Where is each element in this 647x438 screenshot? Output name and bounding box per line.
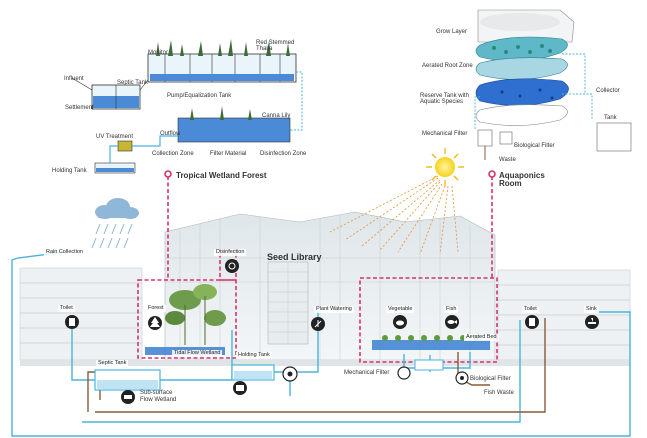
toilet-icon <box>65 315 79 329</box>
sun-rays <box>329 175 459 255</box>
holding-tank-detail-label: Holding Tank <box>52 168 87 174</box>
subsurface-icon <box>121 390 135 404</box>
biological-filter-icon <box>455 371 469 385</box>
aerated-root-zone-label: Aerated Root Zone <box>422 63 473 69</box>
vegetable-icon <box>393 315 407 329</box>
outflow-label: Outflow <box>160 131 181 137</box>
disinfection-icon <box>225 259 239 273</box>
subsurface-label: Sub-surface Flow Wetland <box>140 390 177 404</box>
collector-label: Collector <box>596 88 620 94</box>
rain-cloud-icon <box>91 198 139 249</box>
disinfection-zone-label: Disinfection Zone <box>260 151 307 157</box>
toilet-right-label: Toilet <box>522 306 539 313</box>
mechanical-filter-detail-label: Mechanical Filter <box>422 131 468 137</box>
tidal-flow-label: Tidal Flow Wetland <box>172 350 223 357</box>
plant-watering-icon <box>311 317 325 331</box>
septic-tank-label: Septic Tank <box>96 360 129 367</box>
reserve-tank-label: Reserve Tank with Aquatic Species <box>420 93 469 105</box>
tank-label: Tank <box>604 115 617 121</box>
holding-tank-label: Holding Tank <box>236 352 272 359</box>
toilet-right-icon <box>525 315 539 329</box>
holding-tank-valve-icon <box>233 381 247 395</box>
tropical-wetland-title: Tropical Wetland Forest <box>176 171 267 180</box>
mechanical-filter-icon <box>397 359 444 380</box>
holding-tank-icon <box>231 364 275 381</box>
forest-icon <box>148 316 162 330</box>
sink-label: Sink <box>584 306 599 313</box>
septic-tank-icon <box>94 369 161 391</box>
toilet-left-label: Toilet <box>58 305 75 312</box>
pump-icon <box>282 366 298 382</box>
disinfection-label: Disinfection <box>214 249 247 256</box>
mechanical-filter-label: Mechanical Filter <box>344 370 390 376</box>
grow-layer-label: Grow Layer <box>436 29 468 35</box>
forest-label: Forest <box>146 305 166 312</box>
sink-icon <box>585 315 599 329</box>
septic-tank-detail-label: Septic Tank <box>117 80 148 86</box>
aerated-bed-label: Aerated Bed <box>464 334 499 341</box>
settlement-label: Settlement <box>65 105 94 111</box>
waste-label: Waste <box>499 157 516 163</box>
biological-filter-label: Biological Filter <box>470 376 511 382</box>
fish-icon <box>445 315 459 329</box>
aquaponics-diagram <box>474 9 632 160</box>
rain-collection-label: Rain Collection <box>44 249 85 256</box>
collection-zone-label: Collection Zone <box>152 151 194 157</box>
red-stemmed-label: Red Stemmed Thalia <box>256 40 295 52</box>
pump-tank-label: Pump/Equalization Tank <box>167 93 232 99</box>
wetland-diagram <box>71 39 303 174</box>
fish-label: Fish <box>444 306 459 313</box>
biological-filter-detail-label: Biological Filter <box>514 143 555 149</box>
influent-label: Influent <box>64 76 84 82</box>
filter-material-label: Filter Material <box>210 151 247 157</box>
building-section <box>19 211 631 366</box>
aquaponics-room-title: Aquaponics Room <box>499 171 545 189</box>
sun-icon <box>426 148 464 186</box>
monitor-label: Monitor <box>148 50 169 56</box>
plant-watering-label: Plant Watering <box>314 306 354 313</box>
vegetable-label: Vegetable <box>386 306 415 313</box>
seed-library-title: Seed Library <box>267 252 322 262</box>
uv-treatment-label: UV Treatment <box>96 134 134 140</box>
canna-lily-label: Canna Lily <box>262 113 291 119</box>
fish-waste-label: Fish Waste <box>484 390 514 396</box>
